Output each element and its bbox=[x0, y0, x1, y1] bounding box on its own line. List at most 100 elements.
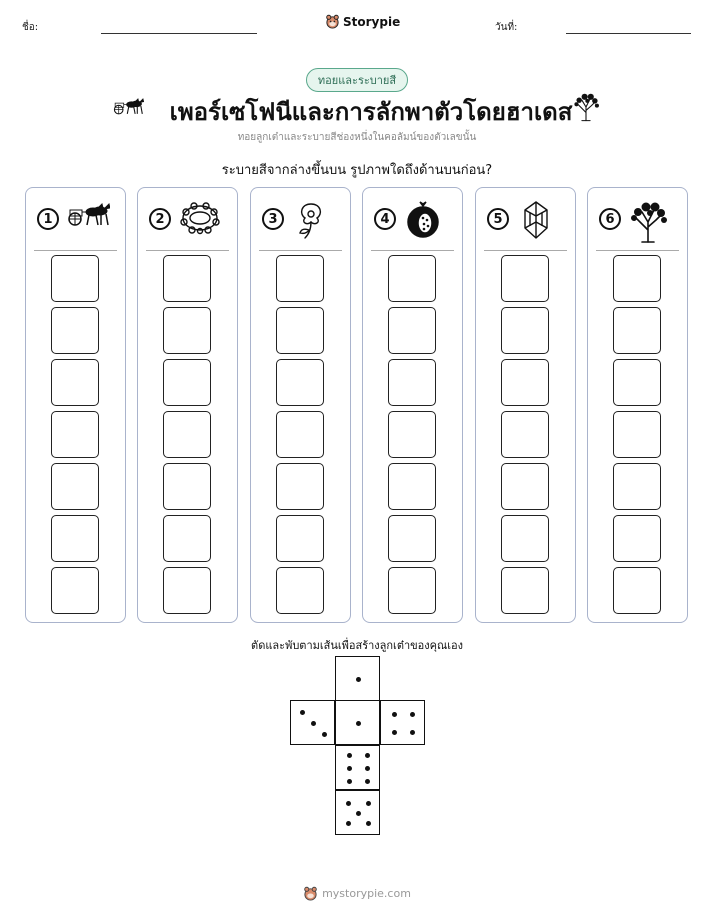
dice-pip bbox=[410, 730, 415, 735]
color-box[interactable] bbox=[388, 255, 436, 302]
tree-icon bbox=[628, 200, 672, 243]
column-6: 6 bbox=[587, 187, 688, 623]
dice-face-1 bbox=[335, 700, 380, 745]
color-box[interactable] bbox=[501, 463, 549, 510]
column-header: 5 bbox=[476, 188, 575, 252]
color-box[interactable] bbox=[613, 255, 661, 302]
dice-pip bbox=[347, 766, 352, 771]
dice-pip bbox=[392, 712, 397, 717]
dice-pip bbox=[365, 766, 370, 771]
column-divider bbox=[146, 250, 229, 251]
color-box[interactable] bbox=[163, 567, 211, 614]
poppy-flower-icon bbox=[291, 200, 335, 240]
color-box[interactable] bbox=[51, 567, 99, 614]
color-box[interactable] bbox=[163, 359, 211, 406]
color-box[interactable] bbox=[613, 567, 661, 614]
footer-url[interactable]: mystorypie.com bbox=[322, 887, 411, 900]
column-header: 2 bbox=[138, 188, 237, 252]
column-1: 1 bbox=[25, 187, 126, 623]
dice-pip bbox=[356, 811, 361, 816]
color-box[interactable] bbox=[613, 307, 661, 354]
chariot-icon bbox=[66, 200, 111, 240]
dice-face-1 bbox=[335, 656, 380, 701]
color-box[interactable] bbox=[51, 307, 99, 354]
color-box[interactable] bbox=[276, 359, 324, 406]
color-box[interactable] bbox=[388, 567, 436, 614]
color-box[interactable] bbox=[276, 463, 324, 510]
color-box[interactable] bbox=[163, 463, 211, 510]
color-box[interactable] bbox=[501, 307, 549, 354]
column-divider bbox=[596, 250, 679, 251]
color-box[interactable] bbox=[163, 255, 211, 302]
column-number: 2 bbox=[149, 208, 171, 230]
color-box[interactable] bbox=[613, 359, 661, 406]
question-text: ระบายสีจากล่างขึ้นบน รูปภาพใดถึงด้านบนก่… bbox=[221, 163, 493, 178]
date-label: วันที่: bbox=[495, 22, 518, 33]
column-divider bbox=[259, 250, 342, 251]
chariot-icon bbox=[113, 98, 144, 115]
color-box[interactable] bbox=[163, 307, 211, 354]
column-number: 5 bbox=[487, 208, 509, 230]
column-divider bbox=[371, 250, 454, 251]
color-box[interactable] bbox=[276, 411, 324, 458]
brand-logo: Storypie bbox=[325, 14, 400, 29]
color-box[interactable] bbox=[51, 359, 99, 406]
dice-pip bbox=[366, 821, 372, 827]
column-divider bbox=[484, 250, 567, 251]
brand-name: Storypie bbox=[343, 14, 401, 29]
column-header: 3 bbox=[251, 188, 350, 252]
color-box[interactable] bbox=[388, 359, 436, 406]
dice-face-3 bbox=[290, 700, 335, 745]
dice-pip bbox=[345, 800, 351, 806]
page-title: เพอร์เซโฟนีและการลักพาตัวโดยฮาเดส bbox=[169, 98, 573, 126]
color-box[interactable] bbox=[388, 411, 436, 458]
color-box[interactable] bbox=[501, 515, 549, 562]
flower-wreath-icon bbox=[178, 200, 222, 240]
column-number: 6 bbox=[599, 208, 621, 230]
color-box[interactable] bbox=[388, 515, 436, 562]
activity-badge: ทอยและระบายสี bbox=[306, 68, 408, 92]
dice-pip bbox=[356, 677, 361, 682]
column-header: 4 bbox=[363, 188, 462, 252]
dice-pip bbox=[365, 778, 370, 784]
color-box[interactable] bbox=[51, 411, 99, 458]
name-line bbox=[101, 33, 257, 34]
cut-instruction: ตัดและพับตามเส้นเพื่อสร้างลูกเต๋าของคุณเ… bbox=[251, 639, 463, 652]
color-box[interactable] bbox=[276, 307, 324, 354]
color-box[interactable] bbox=[501, 567, 549, 614]
color-box[interactable] bbox=[613, 463, 661, 510]
color-box[interactable] bbox=[276, 255, 324, 302]
column-header: 1 bbox=[26, 188, 125, 252]
color-box[interactable] bbox=[388, 307, 436, 354]
color-box[interactable] bbox=[501, 255, 549, 302]
color-box[interactable] bbox=[613, 515, 661, 562]
dice-face-4 bbox=[380, 700, 425, 745]
color-box[interactable] bbox=[51, 463, 99, 510]
dice-pip bbox=[356, 721, 361, 726]
dice-pip bbox=[392, 730, 397, 735]
crystal-gem-icon bbox=[516, 200, 560, 240]
color-box[interactable] bbox=[51, 255, 99, 302]
dice-pip bbox=[410, 712, 415, 717]
color-box[interactable] bbox=[501, 411, 549, 458]
column-4: 4 bbox=[362, 187, 463, 623]
color-box[interactable] bbox=[163, 411, 211, 458]
color-box[interactable] bbox=[613, 411, 661, 458]
dice-face-6 bbox=[335, 745, 380, 790]
dice-pip bbox=[347, 778, 352, 784]
dice-pip bbox=[366, 800, 372, 806]
color-box[interactable] bbox=[51, 515, 99, 562]
column-2: 2 bbox=[137, 187, 238, 623]
color-box[interactable] bbox=[388, 463, 436, 510]
color-box[interactable] bbox=[276, 515, 324, 562]
color-box[interactable] bbox=[276, 567, 324, 614]
color-box[interactable] bbox=[501, 359, 549, 406]
footer: mystorypie.com bbox=[0, 886, 714, 901]
column-header: 6 bbox=[588, 188, 687, 252]
column-number: 1 bbox=[37, 208, 59, 230]
dice-pip bbox=[365, 753, 370, 759]
storypie-footer-icon bbox=[304, 886, 317, 901]
dice-face-5 bbox=[335, 790, 380, 835]
dice-pip bbox=[311, 721, 316, 726]
color-box[interactable] bbox=[163, 515, 211, 562]
